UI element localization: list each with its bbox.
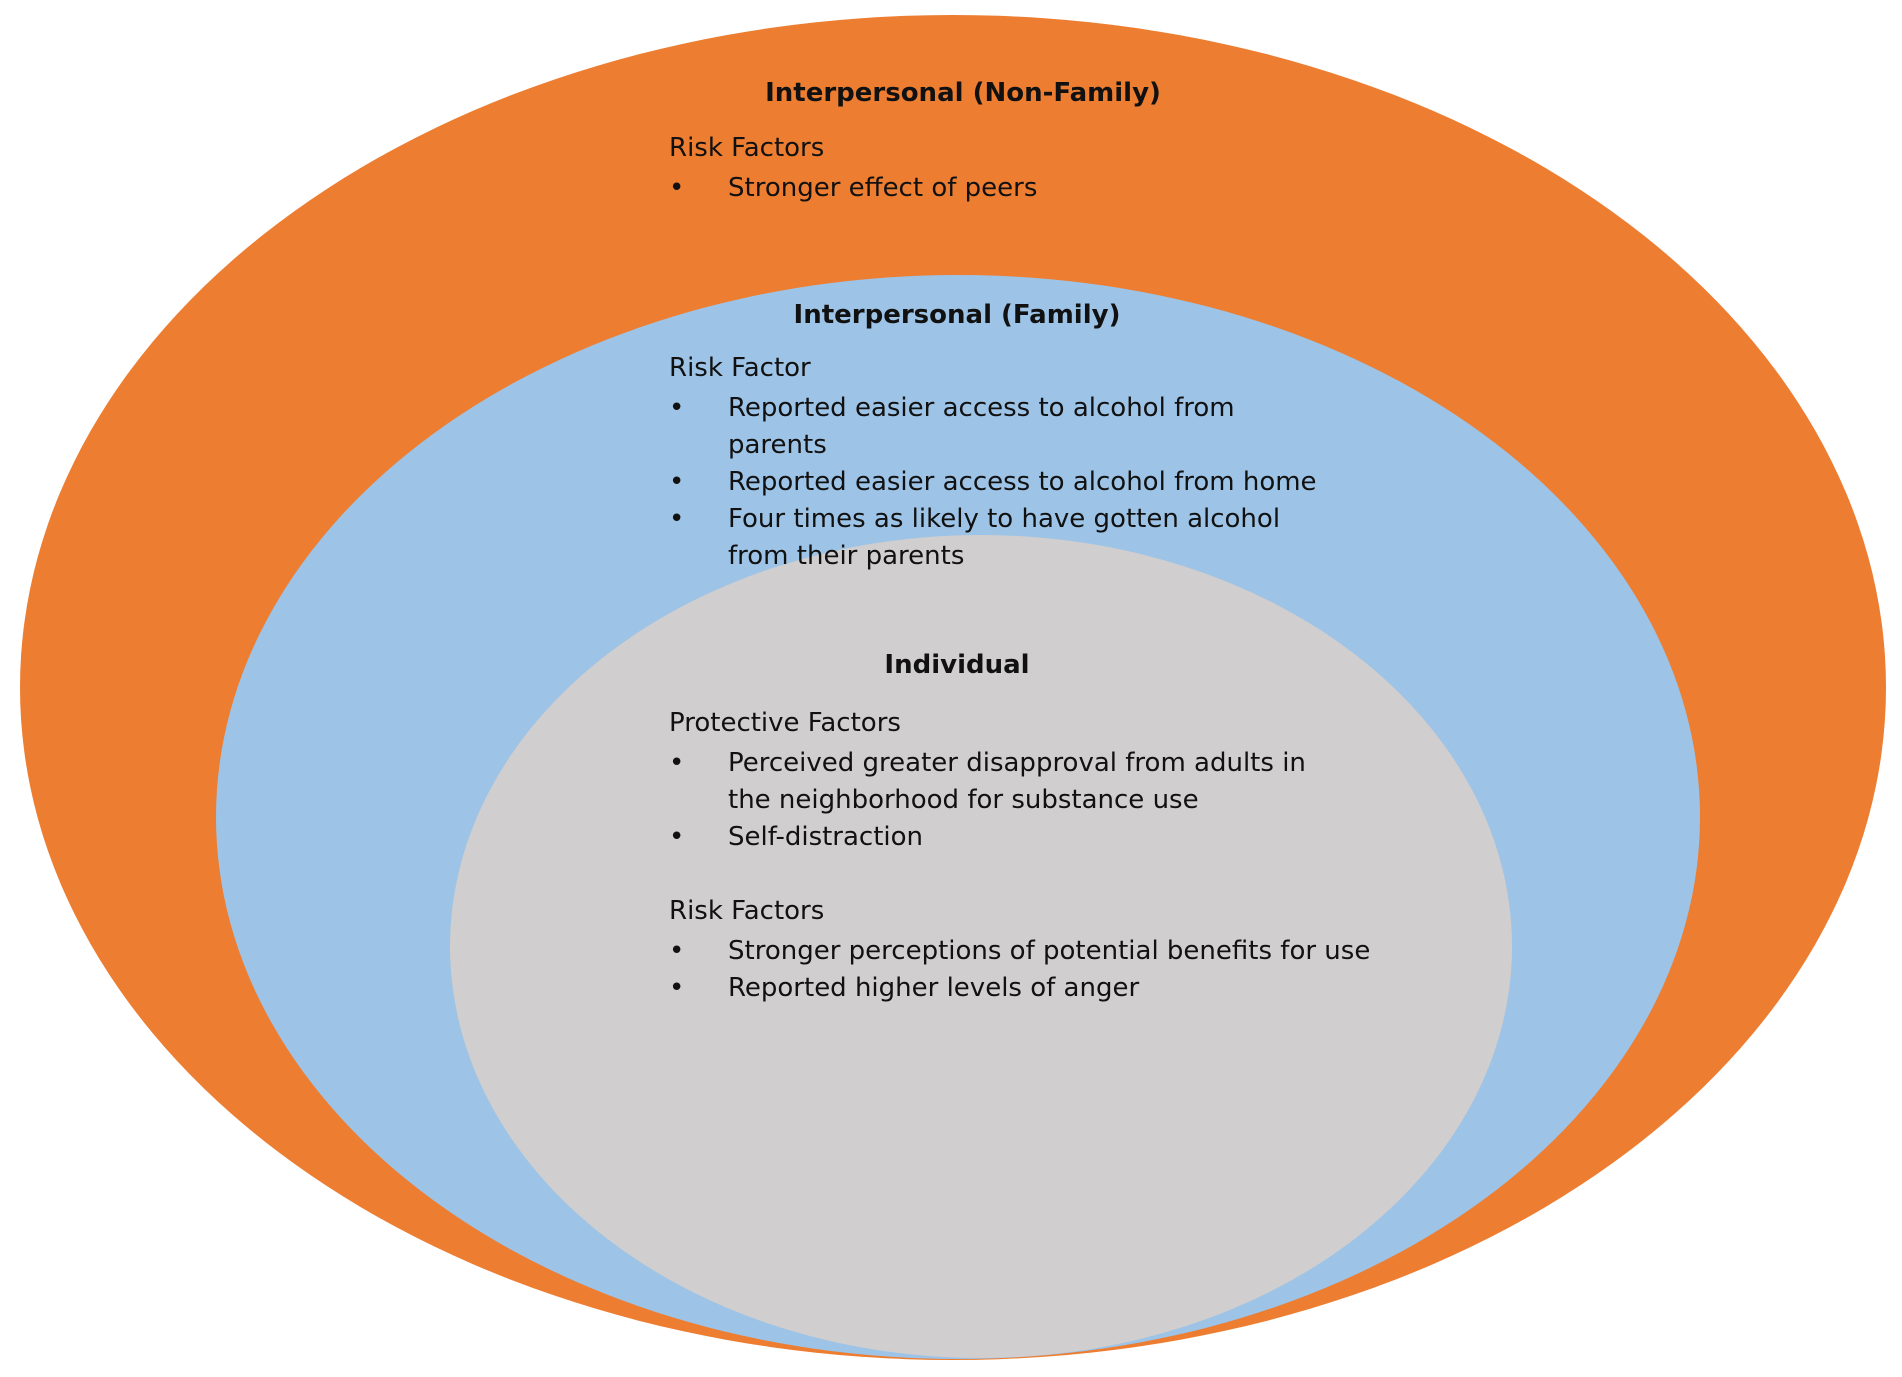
bullet-icon: • (669, 504, 685, 534)
bullet-icon: • (669, 748, 685, 778)
bullet-icon: • (669, 467, 685, 497)
non-family-risk-label: Risk Factors (669, 133, 825, 163)
bullet-icon: • (669, 393, 685, 423)
bullet-icon: • (669, 822, 685, 852)
individual-protective-label: Protective Factors (669, 708, 901, 738)
family-risk-list: •Reported easier access to alcohol from … (669, 390, 1329, 575)
list-item: •Self-distraction (669, 819, 1349, 856)
bullet-icon: • (669, 973, 685, 1003)
inner-ring-individual (450, 535, 1512, 1358)
family-title: Interpersonal (Family) (793, 300, 1121, 330)
list-item: •Reported easier access to alcohol from … (669, 390, 1329, 464)
individual-protective-list: •Perceived greater disapproval from adul… (669, 745, 1349, 856)
individual-risk-list: •Stronger perceptions of potential benef… (669, 933, 1389, 1007)
individual-risk-label: Risk Factors (669, 896, 825, 926)
list-item: •Stronger perceptions of potential benef… (669, 933, 1389, 970)
non-family-risk-list: •Stronger effect of peers (669, 170, 1309, 207)
list-item: •Reported higher levels of anger (669, 970, 1389, 1007)
bullet-icon: • (669, 173, 685, 203)
bullet-icon: • (669, 936, 685, 966)
list-item: •Reported easier access to alcohol from … (669, 464, 1329, 501)
family-risk-label: Risk Factor (669, 353, 811, 383)
list-item: •Four times as likely to have gotten alc… (669, 501, 1329, 575)
list-item: •Perceived greater disapproval from adul… (669, 745, 1349, 819)
individual-title: Individual (884, 650, 1030, 680)
non-family-title: Interpersonal (Non-Family) (765, 78, 1161, 108)
list-item: •Stronger effect of peers (669, 170, 1309, 207)
